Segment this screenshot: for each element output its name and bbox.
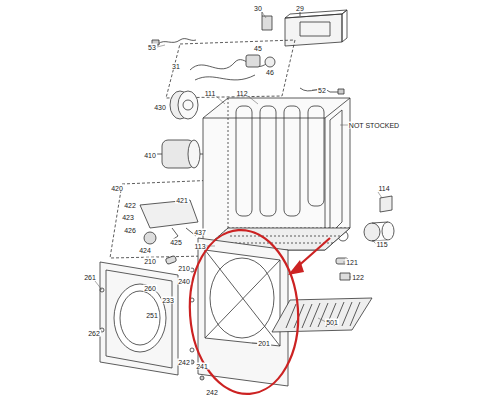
callout-number: 31: [171, 63, 181, 70]
callout-number: 410: [143, 152, 157, 159]
callout-number: 240: [177, 278, 191, 285]
control-panel: [262, 10, 347, 46]
callout-number: 242: [205, 389, 219, 396]
callout-number: 29: [295, 5, 305, 12]
callout-number: 422: [123, 202, 137, 209]
callout-number: 424: [138, 247, 152, 254]
callout-number: 114: [377, 185, 390, 192]
motor: [150, 140, 210, 168]
callout-number: 430: [153, 104, 167, 111]
callout-number: 201: [257, 340, 271, 347]
callout-number: 122: [351, 274, 365, 281]
callout-number: 421: [175, 197, 189, 204]
callout-number: 501: [325, 319, 339, 326]
callout-number: 241: [195, 363, 209, 370]
callout-number: 242: [177, 359, 191, 366]
callout-number: 46: [265, 69, 275, 76]
callout-number: 261: [83, 274, 97, 281]
highlight-callout: [184, 226, 330, 397]
lint-filter: [272, 298, 372, 332]
harness-box: [166, 40, 295, 98]
callout-number: 112: [235, 90, 248, 97]
blower: [170, 91, 198, 119]
callout-number: 53: [147, 44, 157, 51]
callout-number: 210: [177, 265, 191, 272]
callout-number: 262: [87, 330, 101, 337]
callout-number: 52: [317, 87, 327, 94]
leader-lines: [95, 12, 382, 362]
cabinet: [203, 98, 350, 250]
front-panel: [190, 238, 288, 386]
callout-number: 233: [161, 297, 175, 304]
callout-number: 121: [345, 259, 359, 266]
callout-number: 425: [169, 239, 183, 246]
door: [100, 262, 178, 375]
callout-number: 423: [121, 214, 135, 221]
note-label: NOT STOCKED: [348, 122, 400, 129]
motor-mount: [140, 200, 198, 244]
callout-number: 30: [253, 5, 263, 12]
callout-number: 260: [143, 285, 157, 292]
callout-number: 420: [110, 185, 124, 192]
callout-number: 210: [143, 258, 157, 265]
callout-number: 115: [375, 241, 388, 248]
callout-number: 426: [123, 227, 137, 234]
wire: [158, 39, 196, 44]
callout-number: 111: [204, 90, 217, 97]
callout-number: 437: [193, 229, 207, 236]
callout-number: 251: [145, 312, 159, 319]
callout-number: 113: [193, 243, 206, 250]
duct: [364, 222, 394, 241]
callout-number: 45: [253, 45, 263, 52]
